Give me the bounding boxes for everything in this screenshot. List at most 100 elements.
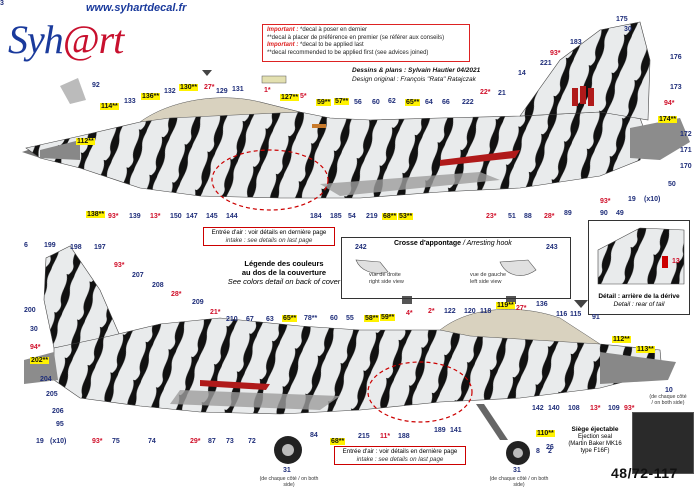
bottom-callout-label: 188 (398, 433, 410, 440)
arresting-hook-views (355, 259, 537, 276)
wheel-right-caption: (de chaque côté / on both side) (489, 476, 549, 488)
bottom-callout-label: 199 (44, 242, 56, 249)
note-line: Important : *decal à poser en dernier (267, 27, 368, 33)
top-callout-label: 136** (141, 93, 161, 100)
bottom-callout-label: 210 (226, 316, 238, 323)
bottom-callout-label: 204 (40, 376, 52, 383)
top-callout-label: 59** (316, 99, 332, 106)
arresting-hook-box (341, 237, 571, 299)
top-callout-label: 66 (442, 99, 450, 106)
top-callout-label: 64 (425, 99, 433, 106)
bottom-callout-label: 68** (330, 438, 346, 445)
bottom-callout-label: 73 (226, 438, 234, 445)
bottom-callout-label: 206 (52, 408, 64, 415)
top-callout-label: 62 (388, 98, 396, 105)
bottom-callout-label: 19 (36, 438, 44, 445)
top-callout-label: 19 (628, 196, 636, 203)
top-callout-label: 28* (544, 213, 555, 220)
top-callout-label: 145 (206, 213, 218, 220)
top-callout-label: 130** (179, 84, 199, 91)
wheel-left-number: 31 (283, 467, 291, 474)
bottom-callout-label: 78** (304, 315, 318, 322)
bottom-callout-label: 109 (608, 405, 620, 412)
top-callout-label: 56 (354, 99, 362, 106)
top-callout-label: 131 (232, 86, 244, 93)
top-callout-label: 127** (280, 94, 300, 101)
bottom-callout-label: 94* (30, 344, 41, 351)
top-callout-label: 183 (570, 39, 582, 46)
top-callout-label: 112** (76, 138, 95, 145)
bottom-callout-label: 122 (444, 308, 456, 315)
bottom-callout-label: 63 (266, 316, 274, 323)
bottom-callout-label: 4* (406, 310, 413, 317)
hook-left-number: 242 (355, 244, 367, 251)
wheel-left-caption: (de chaque côté / on both side) (259, 476, 319, 488)
top-callout-label: 219 (366, 213, 378, 220)
bottom-callout-label: 84 (310, 432, 318, 439)
bottom-callout-label: 110** (536, 430, 555, 437)
bottom-callout-label: 108 (568, 405, 580, 412)
bottom-callout-label: 200 (24, 307, 36, 314)
bottom-callout-label: 2* (428, 308, 435, 315)
bottom-callout-label: 202** (30, 357, 50, 364)
top-callout-label: 21 (498, 90, 506, 97)
bottom-callout-label: 87 (208, 438, 216, 445)
top-callout-label: 144 (226, 213, 238, 220)
aircraft-bottom-side-view (24, 245, 676, 465)
bottom-callout-label: 72 (248, 438, 256, 445)
top-callout-label: 13* (150, 213, 161, 220)
bottom-callout-label: 95 (56, 421, 64, 428)
top-callout-label: 173 (670, 84, 682, 91)
sheet-reference: 48/72-117 (611, 465, 678, 481)
top-callout-label: 170 (680, 163, 692, 170)
top-callout-label: 30 (624, 26, 632, 33)
bottom-callout-label: 8 (536, 448, 540, 455)
ejection-seat-caption: Siège éjectable Ejection seal (Martin Ba… (568, 426, 622, 454)
intake-note-bottom: Entrée d'air : voir détails en dernière … (334, 446, 466, 465)
top-callout-label: 68** (382, 213, 398, 220)
label-10: 10 (665, 387, 673, 394)
bottom-callout-label: 2 (548, 448, 552, 455)
top-callout-label: 175 (616, 16, 628, 23)
bottom-callout-label: 67 (246, 316, 254, 323)
bottom-callout-label: 55 (346, 315, 354, 322)
bottom-callout-label: 65** (282, 315, 298, 322)
bottom-callout-label: 75 (112, 438, 120, 445)
top-callout-label: 54 (348, 213, 356, 220)
top-callout-label: 14 (518, 70, 526, 77)
aircraft-top-side-view (22, 21, 690, 211)
top-callout-label: (x10) (644, 196, 661, 203)
top-callout-label: 139 (129, 213, 141, 220)
top-callout-label: 1* (264, 87, 271, 94)
tail-number: 13 (672, 258, 680, 265)
top-callout-label: 27* (204, 84, 215, 91)
note-line: Important : *decal to be applied last (267, 42, 364, 49)
bottom-callout-label: 120 (464, 308, 476, 315)
top-callout-label: 174** (658, 116, 678, 123)
top-callout-label: 176 (670, 54, 682, 61)
brand-logo: Syh@rt (8, 16, 124, 63)
bottom-callout-label: 6 (24, 242, 28, 249)
top-callout-label: 129 (216, 88, 228, 95)
bottom-callout-label: 197 (94, 244, 106, 251)
bottom-callout-label: 118 (480, 308, 492, 315)
top-callout-label: 92 (92, 82, 100, 89)
top-callout-label: 222 (462, 99, 474, 106)
top-callout-label: 50 (668, 181, 676, 188)
bottom-callout-label: 205 (46, 391, 58, 398)
top-callout-label: 22* (480, 89, 491, 96)
top-callout-label: 93* (550, 50, 561, 57)
credits-drawings: Dessins & plans : Sylvain Hautier 04/202… (352, 67, 481, 74)
wheel-right-number: 31 (513, 467, 521, 474)
bottom-callout-label: 27* (516, 305, 527, 312)
top-callout-label: 185 (330, 213, 342, 220)
top-callout-label: 184 (310, 213, 322, 220)
ejection-seat-image (632, 412, 694, 474)
bottom-callout-label: 208 (152, 282, 164, 289)
tail-detail-drawing (597, 227, 685, 285)
bottom-callout-label: 3 (0, 0, 4, 7)
